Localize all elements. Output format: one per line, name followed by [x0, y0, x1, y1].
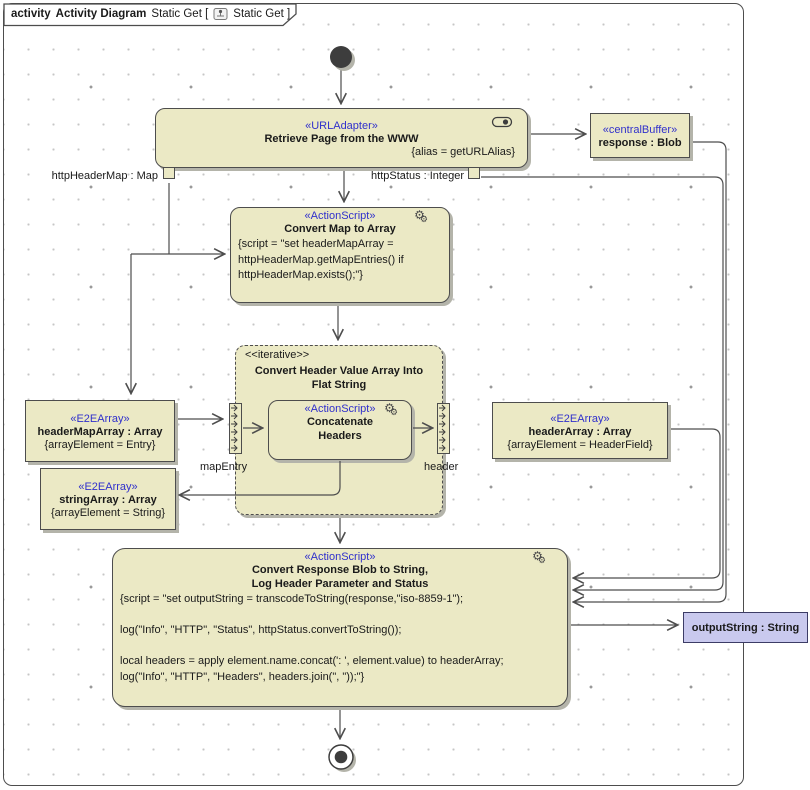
object-node-stringarray[interactable]: «E2EArray» stringArray : Array {arrayEle… [40, 468, 176, 530]
edge-httpstatus-to-convertresponse[interactable] [481, 176, 724, 590]
object-node-headermaparray[interactable]: «E2EArray» headerMapArray : Array {array… [25, 400, 175, 462]
title-context-pre: Static Get [ [151, 8, 209, 20]
expansion-arrows-icon [439, 404, 446, 452]
tagged-value: {alias = getURLAlias} [411, 146, 515, 158]
title-context-post: Static Get ] [233, 8, 291, 20]
expansion-label-header: header [424, 461, 459, 473]
tagged-value: {arrayElement = HeaderField} [507, 438, 653, 451]
object-name: headerMapArray : Array [37, 426, 163, 438]
expansion-node-output[interactable] [437, 403, 450, 454]
script-text: {script = "set outputString = transcodeT… [120, 593, 504, 683]
adapter-icon [491, 116, 513, 128]
stereotype-label: «ActionScript» [304, 551, 376, 563]
edge-headerarray-to-convertresponse[interactable] [574, 428, 721, 578]
iterative-keyword: <<iterative>> [245, 349, 310, 361]
action-node-concatenate[interactable]: ⚙⚙ «ActionScript» Concatenate Headers [268, 400, 412, 460]
buffer-name: response : Blob [598, 136, 682, 149]
action-name: Retrieve Page from the WWW [264, 133, 419, 145]
object-name: stringArray : Array [59, 494, 157, 506]
tagged-value: {arrayElement = Entry} [44, 439, 156, 451]
expansion-node-input[interactable] [229, 403, 242, 454]
object-node-outputstring-selected[interactable]: outputString : String [683, 612, 808, 643]
action-node-convert-response[interactable]: ⚙⚙ «ActionScript» Convert Response Blob … [112, 548, 568, 707]
expansion-label-mapentry: mapEntry [200, 461, 248, 473]
diagram-title: activity Activity Diagram Static Get [ S… [11, 7, 290, 21]
script-text: {script = "set headerMapArray = httpHead… [238, 238, 404, 281]
action-title-line2: Log Header Parameter and Status [251, 578, 429, 590]
object-node-headerarray[interactable]: «E2EArray» headerArray : Array {arrayEle… [492, 402, 668, 459]
stereotype-label: «centralBuffer» [602, 123, 678, 136]
expansion-arrows-icon [231, 404, 238, 452]
title-keyword: activity [11, 8, 51, 20]
action-name-line1: Concatenate [306, 416, 374, 428]
gears-icon: ⚙⚙ [414, 208, 428, 224]
stereotype-label: «E2EArray» [70, 413, 130, 425]
gears-icon: ⚙⚙ [532, 549, 546, 565]
stereotype-label: «ActionScript» [304, 210, 376, 222]
edge-response-to-convertresponse[interactable] [574, 141, 727, 602]
stereotype-label: «E2EArray» [550, 412, 610, 425]
object-name: outputString : String [691, 621, 800, 634]
object-name: headerArray : Array [528, 425, 632, 438]
final-node-dot [334, 750, 348, 764]
pin-label-httpstatus: httpStatus : Integer [371, 170, 464, 182]
pin-label-httpheadermap: httpHeaderMap : Map [51, 170, 158, 182]
stereotype-label: «ActionScript» [304, 403, 376, 415]
output-pin-httpstatus[interactable] [468, 167, 480, 179]
action-node-convert-map[interactable]: ⚙⚙ «ActionScript» Convert Map to Array {… [230, 207, 450, 303]
stereotype-label: «URLAdapter» [305, 120, 378, 132]
action-node-retrieve-page[interactable]: «URLAdapter» Retrieve Page from the WWW … [155, 108, 528, 168]
gears-icon: ⚙⚙ [384, 401, 398, 417]
output-pin-httpheadermap[interactable] [163, 167, 175, 179]
title-name: Activity Diagram [55, 8, 147, 20]
region-name-line2: Flat String [311, 379, 367, 391]
activity-diagram-icon [213, 8, 228, 20]
initial-node[interactable] [330, 46, 352, 68]
action-name-line2: Headers [318, 430, 362, 442]
stereotype-label: «E2EArray» [78, 481, 138, 493]
central-buffer-response[interactable]: «centralBuffer» response : Blob [590, 113, 690, 158]
action-title-line1: Convert Response Blob to String, [251, 564, 428, 576]
region-name-line1: Convert Header Value Array Into [254, 365, 424, 377]
tagged-value: {arrayElement = String} [50, 507, 166, 519]
action-name: Convert Map to Array [284, 223, 396, 235]
